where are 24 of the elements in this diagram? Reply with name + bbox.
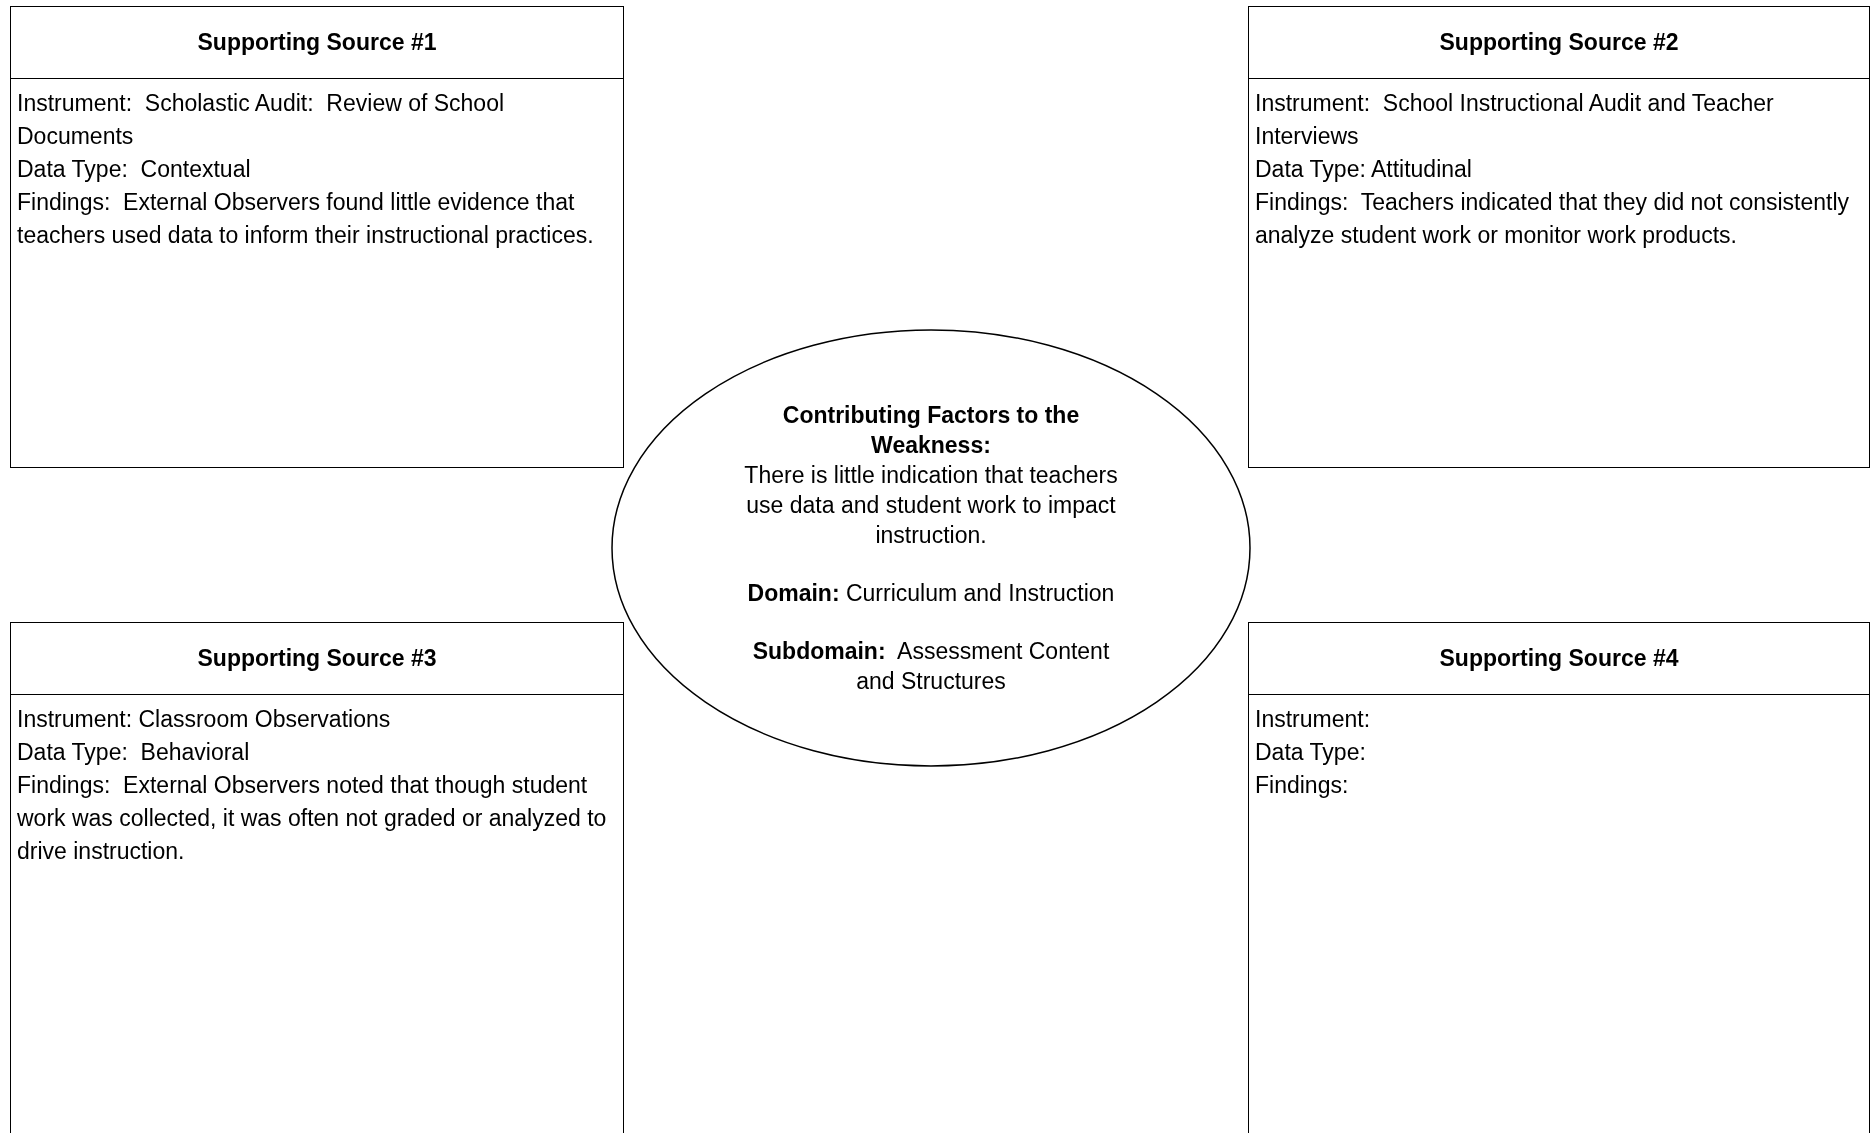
source-detail: Findings: Teachers indicated that they did not consistently analyze student work or monitor work products. xyxy=(1255,188,1851,250)
source-box xyxy=(1248,6,1870,468)
ellipse-text: There is little indication that teachers use data and student work to impact instruction. xyxy=(743,461,1119,550)
box-heading: Supporting Source #4 xyxy=(1439,645,1679,672)
ellipse-text: Subdomain: Assessment Content and Structures xyxy=(751,637,1111,696)
source-detail: Findings: External Observers noted that though student work was collected, it was often not graded or analyzed to drive instruction. xyxy=(17,771,608,866)
source-detail: Data Type: Contextual xyxy=(17,155,251,184)
source-detail: Instrument: School Instructional Audit and Teacher Interviews xyxy=(1255,89,1775,151)
source-detail: Instrument: Classroom Observations xyxy=(17,705,391,734)
box-heading: Supporting Source #1 xyxy=(197,29,437,56)
source-detail: Data Type: Behavioral xyxy=(17,738,250,767)
ellipse-text: Domain: Curriculum and Instruction xyxy=(747,579,1115,608)
box-heading: Supporting Source #3 xyxy=(197,645,437,672)
source-box xyxy=(1248,622,1870,1133)
source-box xyxy=(10,6,624,468)
source-detail: Findings: External Observers found little evidence that teachers used data to inform their instructional practices. xyxy=(17,188,595,250)
source-detail: Data Type: xyxy=(1255,738,1366,767)
box-heading: Supporting Source #2 xyxy=(1439,29,1679,56)
source-box xyxy=(10,622,624,1133)
ellipse-heading: Contributing Factors to the Weakness: xyxy=(781,401,1081,460)
source-detail: Instrument: Scholastic Audit: Review of School Documents xyxy=(17,89,506,151)
source-detail: Findings: xyxy=(1255,771,1349,800)
source-detail: Instrument: xyxy=(1255,705,1371,734)
source-detail: Data Type: Attitudinal xyxy=(1255,155,1472,184)
